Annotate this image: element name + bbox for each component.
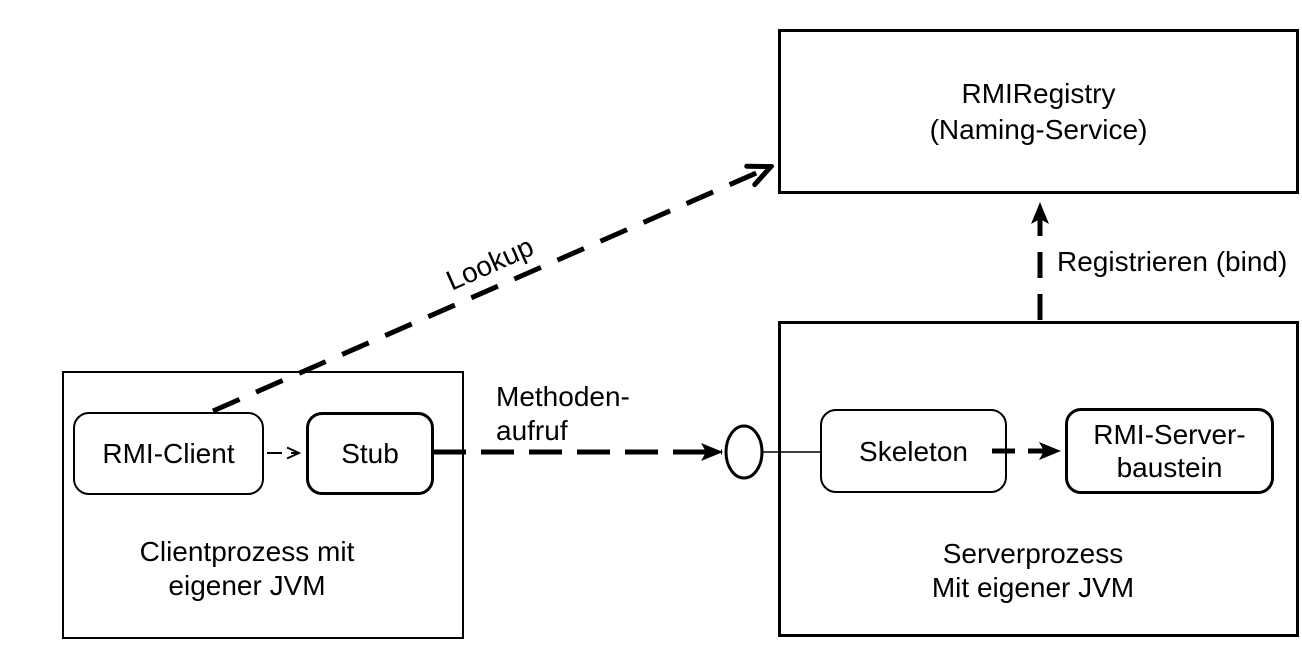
method-call-arrow-label: Methoden- aufruf	[496, 380, 716, 448]
stub-label: Stub	[341, 438, 399, 469]
method-call-arrow-label-line1: Methoden-	[496, 381, 630, 412]
server-process-caption-line2: Mit eigener JVM	[931, 572, 1135, 603]
skeleton-node: Skeleton	[820, 409, 1007, 493]
rmi-server-node: RMI-Server- baustein	[1065, 408, 1274, 494]
server-process-caption: Serverprozess Mit eigener JVM	[778, 537, 1288, 605]
rmi-client-node: RMI-Client	[73, 412, 264, 495]
rmi-registry-title-line1: RMIRegistry	[961, 77, 1116, 109]
rmi-registry-title-line2: (Naming-Service)	[929, 113, 1148, 145]
skeleton-label: Skeleton	[859, 435, 968, 467]
lookup-arrow-label: Lookup	[441, 230, 539, 297]
register-arrow-label: Registrieren (bind)	[1057, 246, 1288, 277]
client-process-caption: Clientprozess mit eigener JVM	[62, 535, 432, 603]
server-process-caption-line1: Serverprozess	[942, 538, 1124, 569]
connection-ellipse	[724, 424, 764, 480]
stub-node: Stub	[306, 412, 434, 495]
method-call-arrow-label-line2: aufruf	[496, 415, 568, 446]
rmi-server-label-line1: RMI-Server-	[1093, 419, 1246, 450]
client-process-caption-line1: Clientprozess mit	[139, 536, 355, 567]
client-process-caption-line2: eigener JVM	[168, 570, 326, 601]
rmi-registry-box: RMIRegistry (Naming-Service)	[778, 29, 1299, 194]
rmi-client-label: RMI-Client	[102, 438, 235, 469]
rmi-server-label-line2: baustein	[1116, 452, 1223, 483]
